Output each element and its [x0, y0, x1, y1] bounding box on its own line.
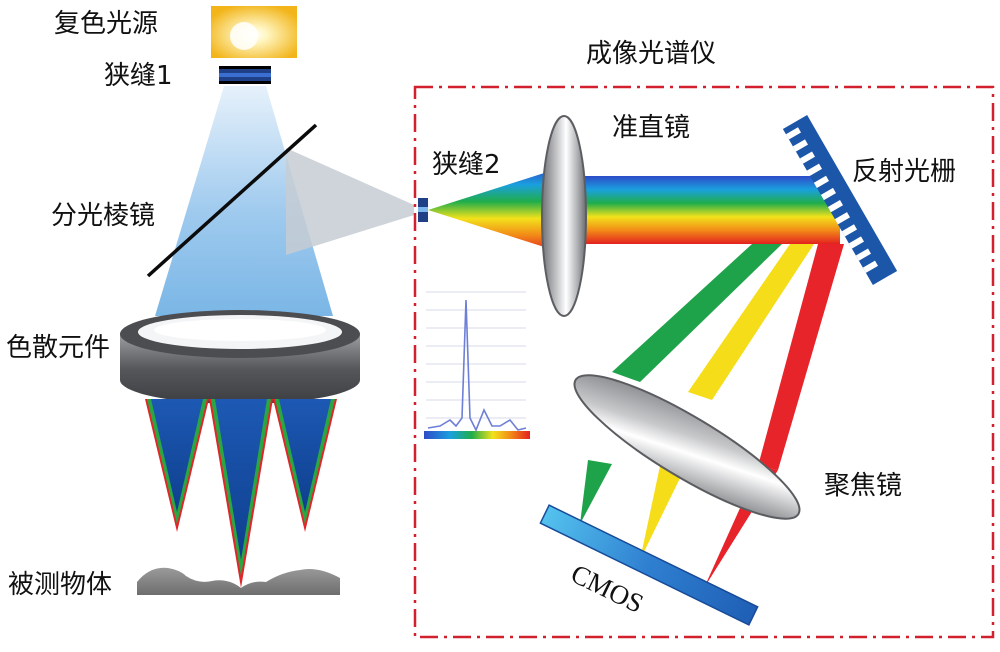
focus-cones — [145, 399, 337, 588]
label-focusing-lens: 聚焦镜 — [824, 471, 902, 501]
beam-splitter-line — [146, 123, 318, 278]
label-slit2: 狭缝2 — [432, 150, 501, 180]
label-spectrometer: 成像光谱仪 — [586, 39, 716, 69]
light-source-glow — [230, 22, 258, 50]
spectrum-bar — [424, 431, 530, 439]
band-yellow-focus — [640, 466, 684, 560]
diverging-spectrum — [428, 168, 560, 252]
focusing-lens — [573, 374, 801, 520]
label-slit1: 狭缝1 — [104, 61, 173, 91]
cmos-sensor — [539, 504, 759, 626]
reflected-beam — [286, 148, 414, 255]
band-red — [758, 244, 844, 470]
dispersive-element — [120, 310, 360, 404]
spectrometer-frame — [413, 85, 995, 639]
label-collimator: 准直镜 — [612, 113, 690, 143]
band-green — [612, 244, 782, 382]
slit1-icon — [219, 66, 271, 84]
reflective-grating — [782, 115, 898, 285]
band-yellow — [688, 244, 814, 400]
label-dispersive-element: 色散元件 — [6, 333, 110, 363]
label-object: 被测物体 — [8, 570, 112, 600]
label-light-source: 复色光源 — [54, 9, 158, 39]
collimated-spectrum — [558, 176, 840, 244]
spectrum-inset — [424, 291, 530, 439]
measured-object — [137, 567, 340, 595]
spectrum-trace — [427, 299, 527, 432]
slit2-icon — [418, 198, 428, 222]
illumination-beam — [155, 86, 333, 316]
label-grating: 反射光栅 — [852, 157, 956, 187]
collimator-lens — [541, 115, 587, 317]
label-beam-splitter: 分光棱镜 — [51, 201, 155, 231]
band-green-focus — [580, 460, 612, 524]
